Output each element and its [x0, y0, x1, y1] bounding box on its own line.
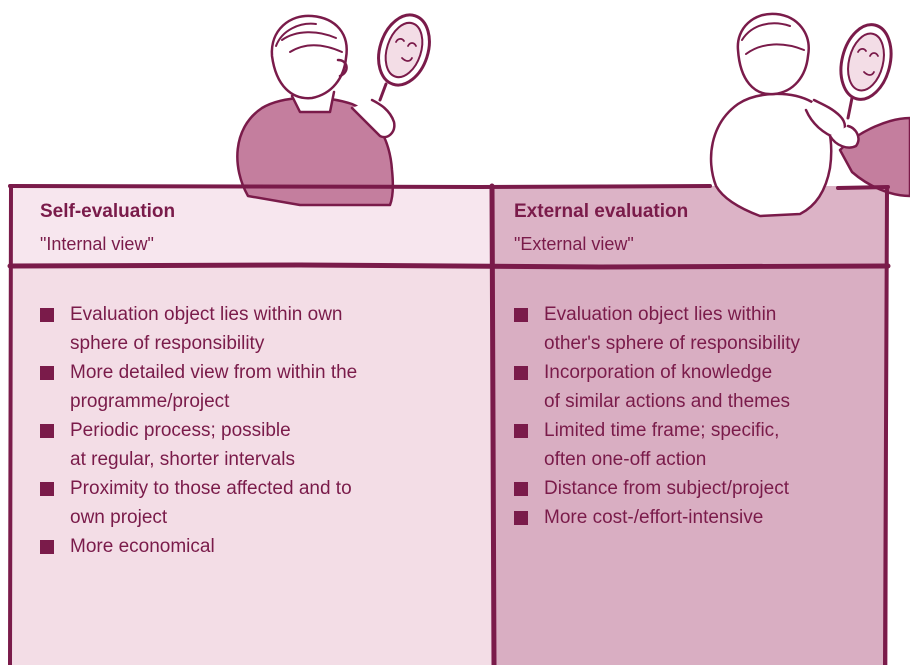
- list-item: Limited time frame; specific, often one-…: [514, 416, 884, 474]
- item-line: at regular, shorter intervals: [70, 449, 295, 470]
- square-bullet-icon: [514, 482, 528, 496]
- list-item: More economical: [40, 532, 485, 561]
- item-line: More detailed view from within the: [70, 362, 358, 383]
- list-item: Evaluation object lies within other's sp…: [514, 300, 884, 358]
- square-bullet-icon: [514, 424, 528, 438]
- square-bullet-icon: [514, 366, 528, 380]
- list-item: Periodic process; possible at regular, s…: [40, 416, 485, 474]
- self-evaluation-list: Evaluation object lies within own sphere…: [40, 300, 485, 561]
- self-evaluation-title: Self-evaluation: [40, 201, 176, 222]
- list-item: More detailed view from within the progr…: [40, 358, 485, 416]
- external-evaluation-subtitle: "External view": [514, 234, 634, 254]
- item-line: programme/project: [70, 391, 230, 412]
- item-line: other's sphere of responsibility: [544, 333, 801, 354]
- item-line: Limited time frame; specific,: [544, 420, 780, 441]
- item-line: of similar actions and themes: [544, 391, 791, 412]
- external-evaluation-list: Evaluation object lies within other's sp…: [514, 300, 884, 532]
- left-body-panel: [10, 266, 493, 665]
- item-line: More cost-/effort-intensive: [544, 507, 764, 528]
- list-item: Proximity to those affected and to own p…: [40, 474, 485, 532]
- item-line: Periodic process; possible: [70, 420, 291, 441]
- list-item: More cost-/effort-intensive: [514, 503, 884, 532]
- left-header-panel: [10, 186, 493, 266]
- external-evaluation-figure-icon: [709, 12, 910, 218]
- square-bullet-icon: [40, 424, 54, 438]
- item-line: Distance from subject/project: [544, 478, 789, 499]
- item-line: Proximity to those affected and to: [70, 478, 352, 499]
- item-line: Evaluation object lies within own: [70, 304, 343, 325]
- self-evaluation-subtitle: "Internal view": [40, 234, 154, 254]
- list-item: Evaluation object lies within own sphere…: [40, 300, 485, 358]
- external-evaluation-title: External evaluation: [514, 201, 689, 222]
- table-frame: [7, 183, 891, 665]
- right-body-panel: [493, 266, 888, 665]
- square-bullet-icon: [514, 511, 528, 525]
- list-item: Incorporation of knowledge of similar ac…: [514, 358, 884, 416]
- item-line: often one-off action: [544, 449, 707, 470]
- square-bullet-icon: [40, 308, 54, 322]
- item-line: Incorporation of knowledge: [544, 362, 773, 383]
- item-line: More economical: [70, 536, 215, 557]
- square-bullet-icon: [514, 308, 528, 322]
- item-line: Evaluation object lies within: [544, 304, 777, 325]
- square-bullet-icon: [40, 540, 54, 554]
- list-item: Distance from subject/project: [514, 474, 884, 503]
- square-bullet-icon: [40, 482, 54, 496]
- self-evaluation-figure-icon: [236, 13, 431, 207]
- item-line: sphere of responsibility: [70, 333, 265, 354]
- right-header-panel: [493, 186, 888, 266]
- square-bullet-icon: [40, 366, 54, 380]
- item-line: own project: [70, 507, 168, 528]
